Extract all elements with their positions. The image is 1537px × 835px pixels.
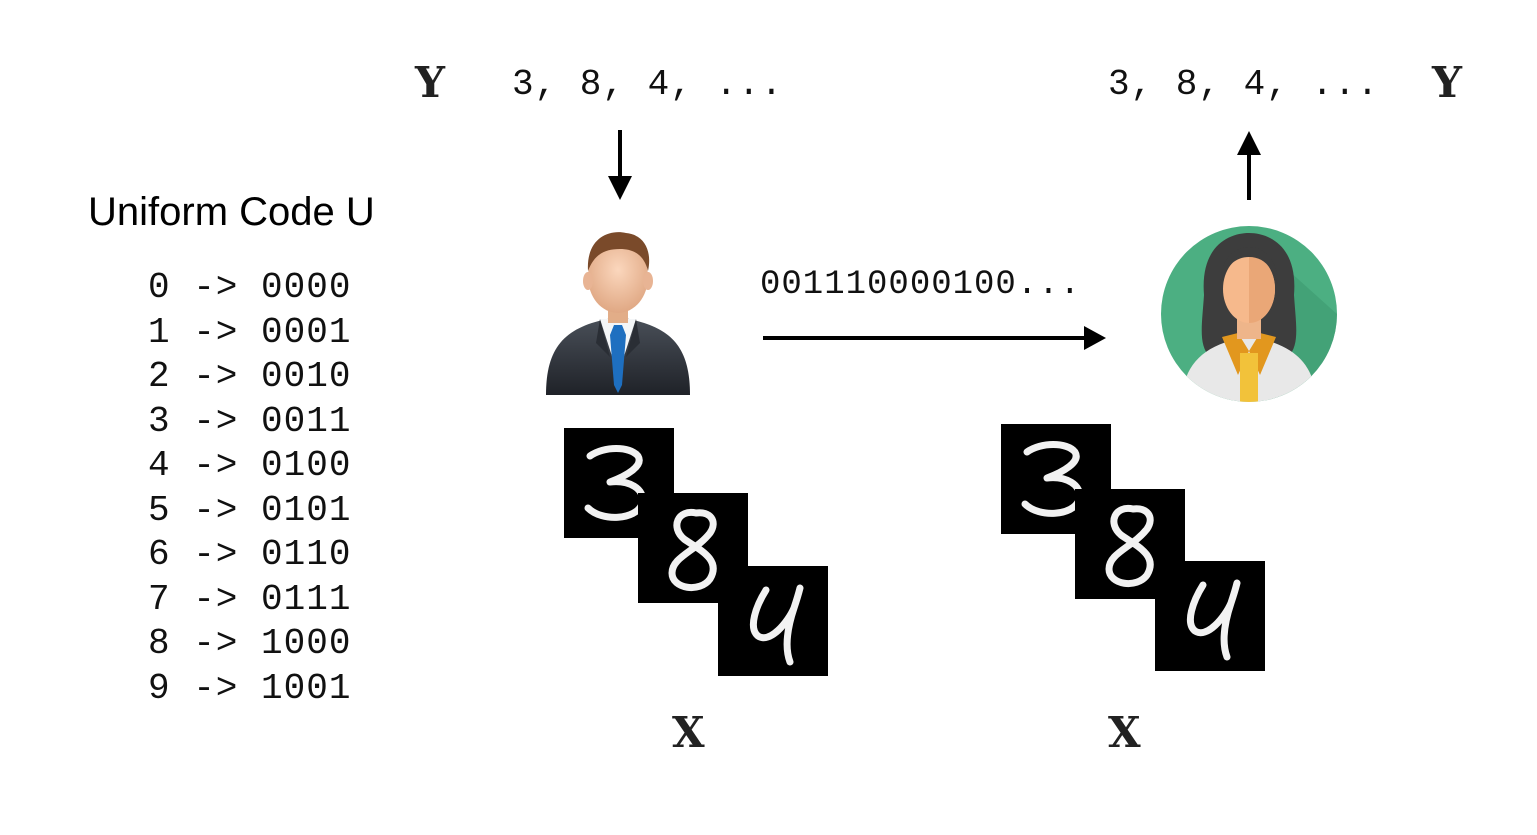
businessman-icon xyxy=(546,232,690,395)
code-entry: 3 -> 0011 xyxy=(148,400,352,442)
code-entry: 7 -> 0111 xyxy=(148,578,352,620)
x-label-sender: X xyxy=(672,708,705,757)
digit-image-4 xyxy=(718,566,828,676)
x-label-receiver: X xyxy=(1108,708,1141,757)
code-entry: 2 -> 0010 xyxy=(148,356,352,397)
y-label-sender: Y xyxy=(415,58,445,107)
down-arrow-icon xyxy=(608,130,632,200)
digit-image-3 xyxy=(564,428,674,538)
code-title: Uniform Code U xyxy=(88,190,375,234)
code-entry: 6 -> 0110 xyxy=(148,534,352,575)
code-entry: 1 -> 0001 xyxy=(148,311,352,353)
code-entry: 9 -> 1001 xyxy=(148,667,352,709)
code-entry: 4 -> 0100 xyxy=(148,445,352,486)
code-table: 0 -> 0000 1 -> 0001 2 -> 0010 3 -> 0011 … xyxy=(148,266,351,711)
y-label-receiver: Y xyxy=(1432,58,1462,107)
woman-icon xyxy=(1161,226,1337,402)
bit-string: 001110000100... xyxy=(760,266,1082,304)
code-entry: 0 -> 0000 xyxy=(148,267,352,308)
code-entry: 5 -> 0101 xyxy=(148,489,352,531)
receiver-sequence: 3, 8, 4, ... xyxy=(1108,64,1380,105)
digit-image-4 xyxy=(1155,561,1265,671)
sender-sequence: 3, 8, 4, ... xyxy=(512,64,784,105)
code-entry: 8 -> 1000 xyxy=(148,623,352,664)
right-arrow-icon xyxy=(763,326,1106,350)
up-arrow-icon xyxy=(1237,131,1261,200)
